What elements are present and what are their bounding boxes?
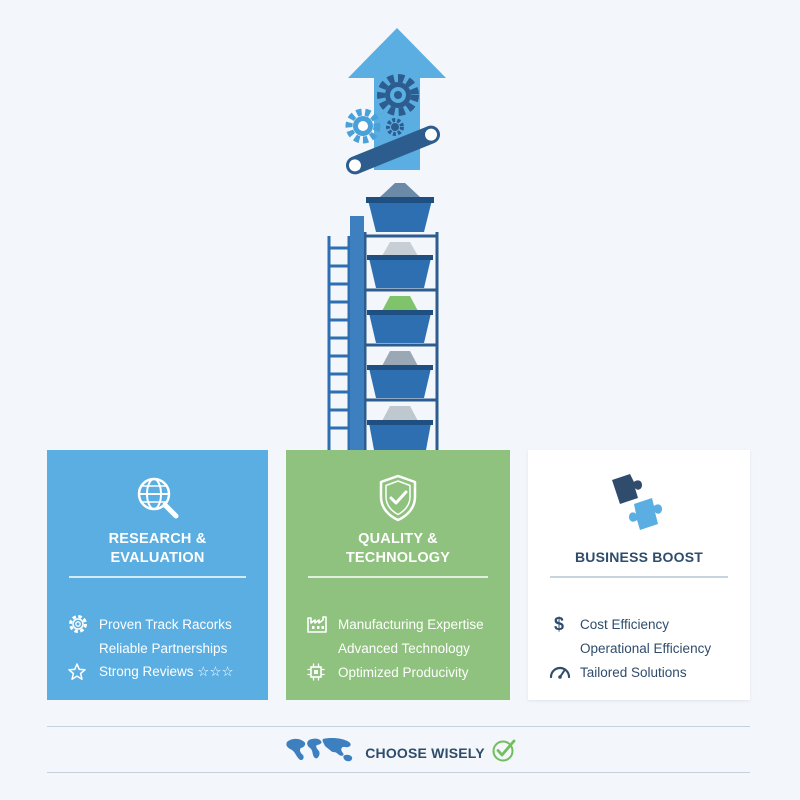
globe-search-icon [47,468,268,528]
gear-icon [386,118,404,136]
puzzle-icon [528,468,750,530]
list-item: $ Cost Efficiency [548,612,742,636]
factory-icon [306,614,338,634]
footer-label: CHOOSE WISELY [365,744,485,761]
tower-illustration [327,28,446,450]
chip-icon [306,662,338,682]
card-quality-technology: QUALITY & TECHNOLOGY Manufacturing Exper… [286,450,510,700]
gear-icon [377,74,419,116]
card-title: QUALITY & TECHNOLOGY [345,531,451,566]
world-map-icon [283,735,359,770]
gear-icon [345,108,381,144]
shield-check-icon [286,468,510,528]
gauge-icon [548,662,580,682]
list-item: Tailored Solutions [548,660,742,684]
ladder [327,236,351,450]
list-item: Advanced Technology [338,640,470,656]
list-item: Operational Efficiency [580,640,712,656]
star-icon [67,662,99,682]
divider [308,576,488,578]
list-item: Proven Track Racorks [67,612,260,636]
hopper-top [366,183,434,232]
list-item: Strong Reviews ☆☆☆ [67,660,260,684]
card-title: BUSINESS BOOST [574,549,704,565]
card-research-evaluation: RESEARCH & EVALUATION Proven Track Racor… [47,450,268,700]
divider [47,772,750,773]
dollar-icon: $ [554,613,565,634]
pole [350,216,364,450]
list-item: Manufacturing Expertise [306,612,502,636]
gear-icon [67,613,99,635]
bin [367,242,433,288]
card-title: RESEARCH & EVALUATION [108,531,207,566]
card-business-boost: BUSINESS BOOST $ Cost Efficiency Operati… [528,450,750,700]
tower-frame [363,232,439,450]
divider [550,576,728,578]
bin [367,351,433,398]
divider [69,576,246,578]
footer: CHOOSE WISELY [0,735,800,770]
conveyor-belt [345,125,441,175]
list-item: Reliable Partnerships [99,640,228,656]
bin [367,296,433,343]
bin [367,406,433,450]
list-item: Optimized Producivity [306,660,502,684]
divider [47,726,750,727]
check-icon [491,737,517,768]
